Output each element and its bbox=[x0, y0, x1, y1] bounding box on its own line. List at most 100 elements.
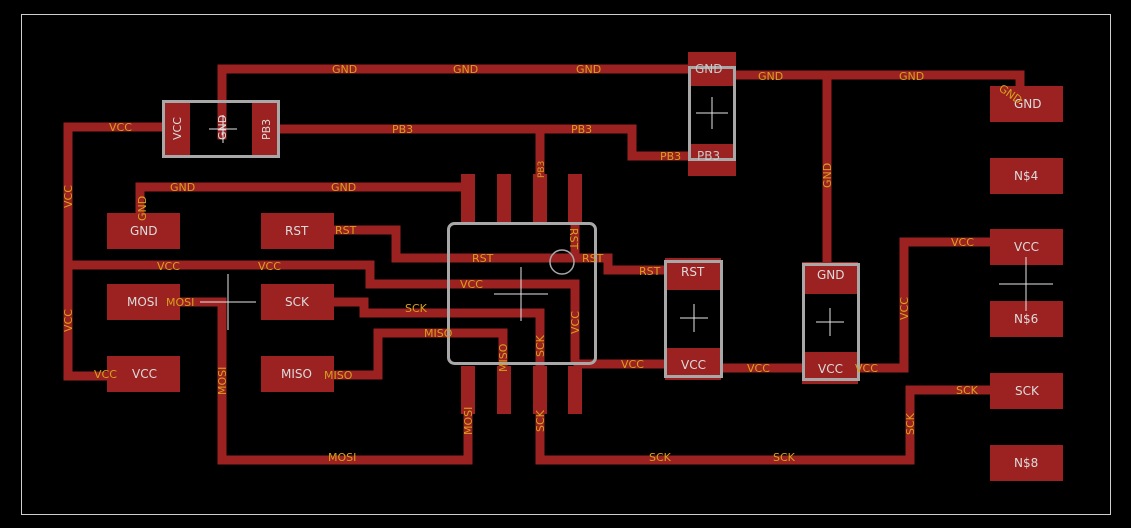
outline-c3 bbox=[802, 263, 860, 381]
net-gnd-header: GND bbox=[136, 196, 149, 221]
cross-c2 bbox=[696, 97, 728, 129]
pad-conn-n8 bbox=[990, 445, 1063, 481]
net-mosi-pin: MOSI bbox=[462, 407, 475, 435]
label-conn-n4: N$4 bbox=[1014, 169, 1038, 183]
label-c1-pb3: PB3 bbox=[260, 119, 273, 140]
outline-ic bbox=[447, 222, 597, 365]
label-c2-pb3: PB3 bbox=[697, 149, 720, 163]
net-vcc-left-vert-1: VCC bbox=[62, 185, 75, 208]
net-sck-1: SCK bbox=[405, 302, 428, 315]
net-vcc-left-vert-2: VCC bbox=[62, 309, 75, 332]
net-rst-3: RST bbox=[582, 252, 604, 265]
ic-pin-top-4 bbox=[568, 174, 582, 222]
label-r1-vcc: VCC bbox=[681, 358, 706, 372]
net-gnd-mid-1: GND bbox=[170, 181, 195, 194]
label-conn-sck: SCK bbox=[1015, 384, 1040, 398]
pad-conn-n4 bbox=[990, 158, 1063, 194]
label-header-vcc: VCC bbox=[132, 367, 157, 381]
net-vcc-bottom-1: VCC bbox=[621, 358, 644, 371]
silkscreen bbox=[162, 66, 860, 381]
label-header-sck: SCK bbox=[285, 295, 310, 309]
ic-pin-bottom-2 bbox=[497, 366, 511, 414]
net-rst-2: RST bbox=[472, 252, 494, 265]
pad-conn-sck bbox=[990, 373, 1063, 409]
board-outline bbox=[21, 14, 1111, 515]
net-mosi-bottom: MOSI bbox=[328, 451, 356, 464]
label-conn-n8: N$8 bbox=[1014, 456, 1038, 470]
net-vcc-mid-2: VCC bbox=[258, 260, 281, 273]
origin-markers bbox=[200, 97, 1053, 336]
outline-c1 bbox=[162, 100, 280, 158]
label-header-rst: RST bbox=[285, 224, 309, 238]
label-c1-vcc: VCC bbox=[171, 117, 184, 140]
label-conn-n6: N$6 bbox=[1014, 312, 1038, 326]
trace-vcc-left bbox=[63, 122, 165, 381]
trace-miso bbox=[325, 328, 508, 380]
net-vcc-right-vert: VCC bbox=[898, 297, 911, 320]
pad-r1-rst bbox=[665, 258, 721, 290]
pad-header-sck bbox=[261, 284, 334, 320]
trace-sck-bottom bbox=[535, 367, 1000, 465]
net-sck-bottom-1: SCK bbox=[649, 451, 672, 464]
cross-ic bbox=[494, 267, 548, 321]
net-rst-4: RST bbox=[639, 265, 661, 278]
pad-header-vcc bbox=[107, 356, 180, 392]
net-vcc-ic-pin: VCC bbox=[569, 311, 582, 334]
label-c3-gnd: GND bbox=[817, 268, 845, 282]
ic-pin-bottom-4 bbox=[568, 366, 582, 414]
pad-labels: VCC GND PB3 GND PB3 GND RST MOSI SCK VCC… bbox=[127, 62, 1042, 470]
pad-header-miso bbox=[261, 356, 334, 392]
label-header-gnd: GND bbox=[130, 224, 158, 238]
net-mosi-1: MOSI bbox=[166, 296, 194, 309]
pads bbox=[107, 52, 1063, 481]
net-gnd-4: GND bbox=[758, 70, 783, 83]
net-sck-bottom-2: SCK bbox=[773, 451, 796, 464]
pad-conn-gnd bbox=[990, 86, 1063, 122]
net-vcc-left-1: VCC bbox=[109, 121, 132, 134]
net-pb3-1: PB3 bbox=[392, 123, 413, 136]
label-conn-vcc: VCC bbox=[1014, 240, 1039, 254]
net-mosi-vert: MOSI bbox=[216, 367, 229, 395]
net-miso-1: MISO bbox=[324, 369, 353, 382]
net-gnd-3: GND bbox=[576, 63, 601, 76]
net-vcc-bottom-3: VCC bbox=[855, 362, 878, 375]
net-sck-conn: SCK bbox=[956, 384, 979, 397]
label-c2-gnd: GND bbox=[695, 62, 723, 76]
trace-rst bbox=[325, 225, 673, 275]
ic-pin1-marker bbox=[549, 249, 575, 275]
net-rst-pin: RST bbox=[567, 228, 580, 250]
ic-pin-top-1 bbox=[461, 174, 475, 222]
net-vcc-ic: VCC bbox=[460, 278, 483, 291]
pad-c1-vcc bbox=[163, 102, 190, 156]
cross-c1 bbox=[209, 115, 237, 143]
net-rst-1: RST bbox=[335, 224, 357, 237]
pad-c1-pb3 bbox=[252, 102, 279, 156]
label-r1-rst: RST bbox=[681, 265, 705, 279]
trace-sck bbox=[325, 297, 545, 377]
label-c1-gnd: GND bbox=[216, 115, 229, 140]
label-c3-vcc: VCC bbox=[818, 362, 843, 376]
net-vcc-header: VCC bbox=[94, 368, 117, 381]
label-header-miso: MISO bbox=[281, 367, 312, 381]
ic-pin-top-3 bbox=[533, 174, 547, 222]
net-pb3-3: PB3 bbox=[660, 150, 681, 163]
net-sck-vert: SCK bbox=[904, 412, 917, 435]
ic-pin-bottom-3 bbox=[533, 366, 547, 414]
net-miso-2: MISO bbox=[424, 327, 453, 340]
cross-conn bbox=[999, 257, 1053, 311]
pad-header-rst bbox=[261, 213, 334, 249]
label-conn-gnd: GND bbox=[1014, 97, 1042, 111]
net-sck-pin: SCK bbox=[534, 334, 547, 357]
pad-c3-gnd bbox=[802, 262, 858, 294]
pad-r1-vcc bbox=[665, 348, 721, 380]
net-labels: GND GND GND GND GND GND GND GND GND GND … bbox=[62, 63, 1024, 464]
ic-pin-bottom-1 bbox=[461, 366, 475, 414]
net-sck-pin-2: SCK bbox=[534, 409, 547, 432]
trace-vcc-mid bbox=[63, 260, 580, 365]
net-gnd-2: GND bbox=[453, 63, 478, 76]
label-header-mosi: MOSI bbox=[127, 295, 158, 309]
net-pb3-2: PB3 bbox=[571, 123, 592, 136]
pad-header-mosi bbox=[107, 284, 180, 320]
net-gnd-mid-2: GND bbox=[331, 181, 356, 194]
